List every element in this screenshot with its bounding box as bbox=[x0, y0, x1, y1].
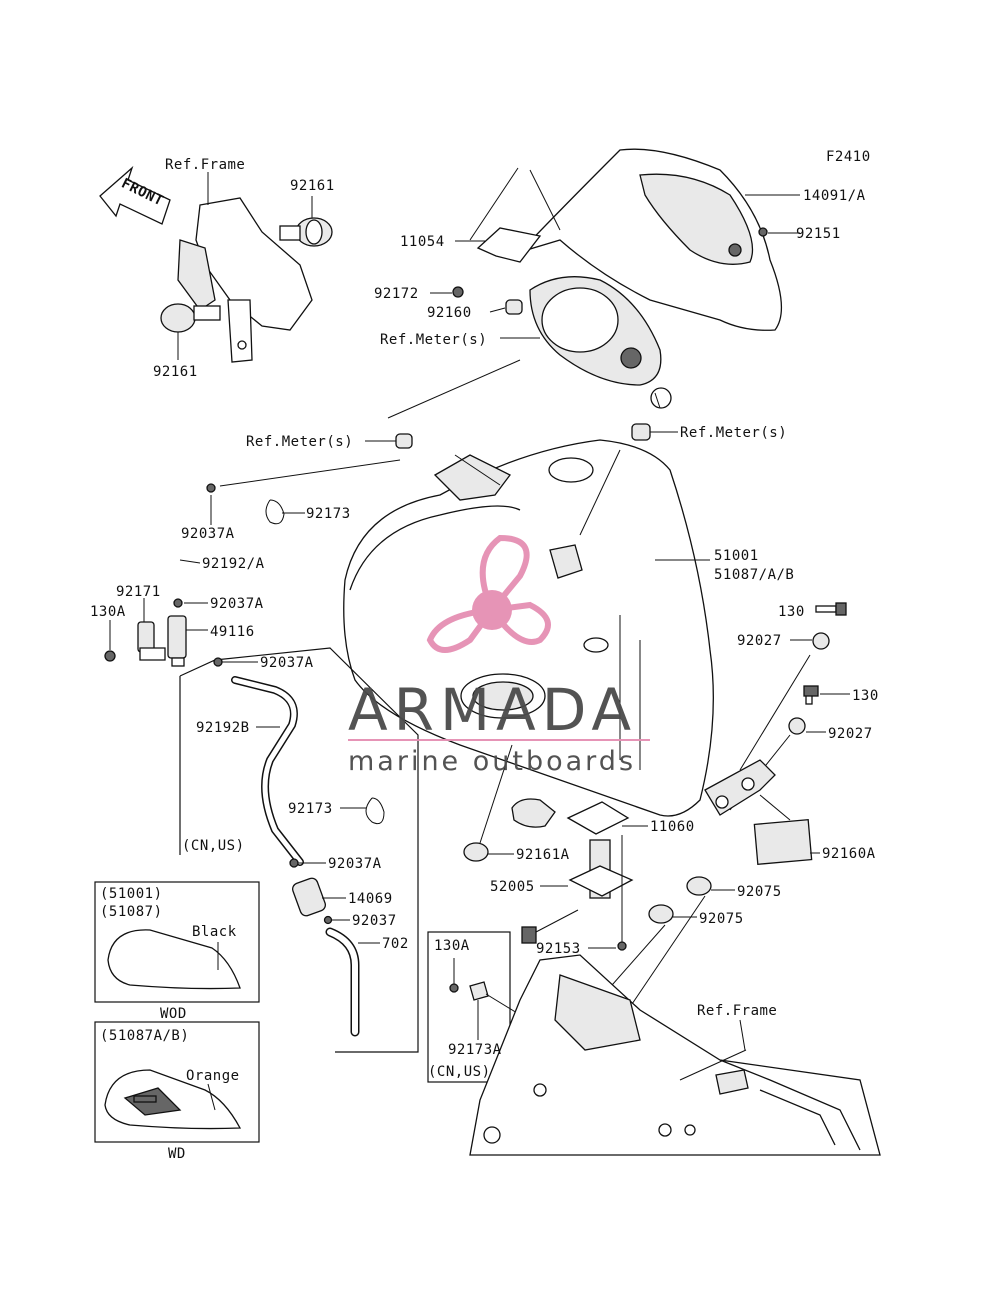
grommet-92161A-part bbox=[463, 842, 489, 862]
grommet-92075-lower-part bbox=[648, 904, 674, 924]
grommet-92075-upper-part bbox=[686, 876, 712, 896]
front-arrow-icon: FRONT bbox=[99, 165, 171, 225]
part-number-label: 92037A bbox=[210, 596, 264, 612]
part-number-label: 14069 bbox=[348, 891, 393, 907]
clip-92173-part bbox=[265, 499, 285, 525]
speedometer-part bbox=[529, 276, 672, 409]
part-number-label: 92161 bbox=[290, 178, 335, 194]
part-number-label: 49116 bbox=[210, 624, 255, 640]
fuel-hose-92192B-part bbox=[231, 676, 304, 866]
part-number-label: 92151 bbox=[796, 226, 841, 242]
clamp-92037A-part bbox=[206, 483, 216, 493]
part-number-label: 11054 bbox=[400, 234, 445, 250]
variant-region-label: WD bbox=[168, 1146, 186, 1162]
ref-meter-label: Ref.Meter(s) bbox=[680, 425, 787, 441]
tank-black-variant-icon bbox=[107, 929, 241, 990]
pad-92160A-part bbox=[753, 819, 813, 865]
meter-bracket-part bbox=[476, 227, 542, 263]
part-number-label: 14091/A bbox=[803, 188, 866, 204]
part-number-label: 92160 bbox=[427, 305, 472, 321]
part-number-label: 92173 bbox=[288, 801, 333, 817]
part-number-label: 92037A bbox=[328, 856, 382, 872]
part-number-label: 130A bbox=[90, 604, 126, 620]
fuel-cock-49116-part bbox=[137, 615, 187, 667]
variant-color-label: Black bbox=[192, 924, 237, 940]
cn-us-region-outline bbox=[179, 647, 419, 1053]
fuel-pump-52005-part bbox=[511, 798, 634, 944]
variant-color-label: Orange bbox=[186, 1068, 240, 1084]
part-number-label: 92027 bbox=[737, 633, 782, 649]
screw-92172-part bbox=[452, 286, 464, 298]
variant-code: (51087A/B) bbox=[100, 1028, 189, 1044]
ref-frame-label: Ref.Frame bbox=[165, 157, 245, 173]
variant-code: (51001) bbox=[100, 886, 163, 902]
part-number-label: 130 bbox=[778, 604, 805, 620]
part-number-label: 92173 bbox=[306, 506, 351, 522]
watermark-tagline: marine outboards bbox=[348, 746, 636, 777]
part-number-label: 130 bbox=[852, 688, 879, 704]
part-number-label: 92160A bbox=[822, 846, 876, 862]
variant-code: (51087) bbox=[100, 904, 163, 920]
part-number-label: 92172 bbox=[374, 286, 419, 302]
figure-code: F2410 bbox=[826, 149, 871, 165]
ref-meter-label: Ref.Meter(s) bbox=[380, 332, 487, 348]
frame-part bbox=[469, 954, 881, 1156]
part-number-label: 92161 bbox=[153, 364, 198, 380]
fuel-hose-92192A-part bbox=[148, 482, 182, 602]
screw-92151-part bbox=[758, 227, 768, 237]
part-number-label: 130A bbox=[434, 938, 470, 954]
meter-grommet-left bbox=[395, 433, 413, 449]
variant-region-label: WOD bbox=[160, 1006, 187, 1022]
part-number-label: 92037A bbox=[181, 526, 235, 542]
part-number-label: 92027 bbox=[828, 726, 873, 742]
part-number-label: 92171 bbox=[116, 584, 161, 600]
part-number-label: 51087/A/B bbox=[714, 567, 794, 583]
variant-box-wd bbox=[94, 1021, 260, 1143]
part-number-label: 92173A bbox=[448, 1042, 502, 1058]
part-number-label: 92037A bbox=[260, 655, 314, 671]
ref-meter-label: Ref.Meter(s) bbox=[246, 434, 353, 450]
meter-cover-part bbox=[517, 148, 783, 331]
part-number-label: 92075 bbox=[699, 911, 744, 927]
clip-92173-lower-part bbox=[365, 797, 385, 825]
grommet-92160-part bbox=[505, 299, 523, 315]
bolt-130A-part bbox=[104, 650, 116, 662]
callout-labels: Ref.Frame 92161 92161 14091/A 11054 9215… bbox=[90, 157, 879, 1080]
part-number-label: 92075 bbox=[737, 884, 782, 900]
fuel-filter-14069-part bbox=[292, 877, 326, 917]
fuel-tank-part bbox=[343, 439, 714, 817]
part-number-label: 702 bbox=[382, 936, 409, 952]
cn-us-clamp-inset bbox=[427, 931, 511, 1083]
screw-92153-part bbox=[617, 941, 627, 951]
region-label: (CN,US) bbox=[182, 838, 245, 854]
tank-orange-variant-icon bbox=[104, 1069, 242, 1130]
bolt-130-upper-part bbox=[815, 602, 847, 616]
part-number-label: 92153 bbox=[536, 941, 581, 957]
watermark-brand: ARMADA bbox=[348, 676, 637, 744]
handlebar-mount-part bbox=[160, 197, 333, 363]
part-number-label: 51001 bbox=[714, 548, 759, 564]
part-number-label: 11060 bbox=[650, 819, 695, 835]
part-number-label: 92161A bbox=[516, 847, 570, 863]
region-label: (CN,US) bbox=[428, 1064, 491, 1080]
part-number-label: 92192B bbox=[196, 720, 250, 736]
armada-watermark: ARMADA marine outboards bbox=[348, 534, 650, 777]
bolt-130-lower-part bbox=[803, 685, 819, 705]
part-number-label: 92192/A bbox=[202, 556, 265, 572]
tank-mount-bracket-part bbox=[704, 759, 776, 816]
part-number-label: 52005 bbox=[490, 879, 535, 895]
meter-grommet-right bbox=[631, 423, 651, 441]
ref-frame-label: Ref.Frame bbox=[697, 1003, 777, 1019]
washer-92027-upper-part bbox=[812, 632, 830, 650]
propeller-logo-icon bbox=[426, 534, 551, 653]
variant-box-wod bbox=[94, 881, 260, 1003]
hose-702-part bbox=[325, 927, 360, 1037]
part-number-label: 92037 bbox=[352, 913, 397, 929]
washer-92027-lower-part bbox=[788, 717, 806, 735]
